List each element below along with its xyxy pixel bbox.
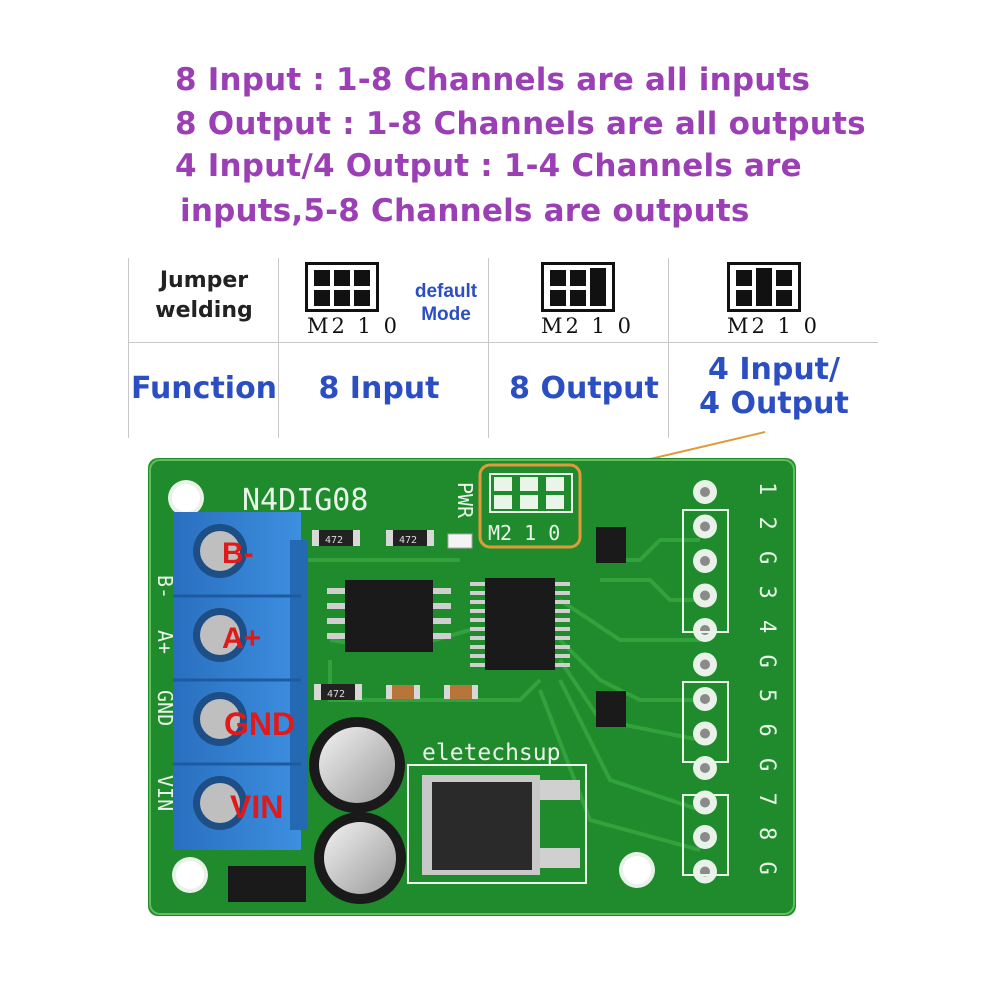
io-silk-label: 4 — [754, 620, 779, 633]
function-4in-4out: 4 Input/ 4 Output — [668, 342, 878, 438]
mode-description-line1: 8 Input : 1-8 Channels are all inputs — [175, 62, 811, 98]
io-silk-label: 6 — [754, 724, 779, 737]
io-silk-label: 3 — [754, 586, 779, 599]
io-silk-label: G — [754, 758, 779, 771]
small-ic-chips — [596, 527, 626, 727]
jumper-label: Jumper — [159, 268, 249, 293]
default-label: default — [414, 281, 478, 302]
mode-description-line2: 8 Output : 1-8 Channels are all outputs — [175, 106, 866, 142]
screw-terminal-block — [173, 512, 308, 850]
function-header: Function — [128, 342, 278, 438]
jumper-diagram-m0-bridged — [541, 262, 615, 312]
io-silk-label: 8 — [754, 827, 779, 840]
ic-chip-8pin — [327, 580, 451, 652]
terminal-label-gnd: GND — [224, 706, 295, 742]
svg-text:472: 472 — [399, 535, 417, 546]
diode — [228, 866, 306, 902]
function-8-output: 8 Output — [488, 342, 668, 438]
mode-label: Mode — [421, 304, 471, 325]
jumper-cell-8-output: M2 1 0 — [488, 258, 668, 342]
io-silk-label: 2 — [754, 517, 779, 530]
brand-silk-label: eletechsup — [422, 740, 560, 766]
welding-label: welding — [155, 298, 253, 323]
io-silk-label: 7 — [754, 793, 779, 806]
function-label: Function — [130, 371, 278, 406]
jumper-pin-label: M2 1 0 — [541, 314, 634, 338]
terminal-label-vin: VIN — [230, 789, 283, 825]
board-jumper-pads — [494, 477, 564, 509]
io-silk-label: G — [754, 551, 779, 564]
jumper-cell-4in-4out: M2 1 0 — [668, 258, 878, 342]
io-header-pins — [682, 480, 729, 884]
ic-chip-20pin — [470, 578, 570, 670]
board-jumper-silk: M2 1 0 — [488, 521, 560, 545]
function-8-input: 8 Input — [278, 342, 488, 438]
function-4-input-text: 4 Input/ — [708, 352, 840, 387]
default-mode-note: default Mode — [401, 280, 491, 326]
jumper-diagram-all-open — [305, 262, 379, 312]
function-4-output-text: 4 Output — [699, 386, 849, 421]
svg-text:472: 472 — [325, 535, 343, 546]
mode-description-line3: 4 Input/4 Output : 1-4 Channels are — [175, 148, 802, 184]
svg-text:472: 472 — [327, 689, 345, 700]
terminal-label-b-minus: B- — [222, 537, 254, 570]
terminal-label-a-plus: A+ — [222, 622, 261, 655]
jumper-welding-header: Jumper welding — [128, 258, 278, 342]
function-4in-4out-label: 4 Input/ 4 Output — [669, 353, 879, 421]
voltage-regulator — [407, 764, 587, 884]
jumper-diagram-m1-bridged — [727, 262, 801, 312]
io-silk-label: 5 — [754, 689, 779, 702]
function-8-input-label: 8 Input — [318, 371, 440, 406]
jumper-highlight-box — [478, 463, 582, 549]
pwr-silk-label: PWR — [453, 482, 477, 519]
smd-resistors: 472 472 472 — [312, 530, 478, 700]
power-led — [447, 533, 473, 549]
jumper-pin-label: M2 1 0 — [727, 314, 820, 338]
io-silk-label: 1 — [754, 482, 779, 495]
electrolytic-capacitors — [309, 717, 406, 904]
jumper-pin-label: M2 1 0 — [307, 314, 400, 338]
jumper-cell-8-input: M2 1 0 default Mode — [278, 258, 488, 342]
jumper-config-table: Jumper welding M2 1 0 default Mode M2 1 … — [128, 258, 878, 438]
io-silk-label: G — [754, 862, 779, 875]
mode-description-line4: inputs,5-8 Channels are outputs — [180, 193, 750, 229]
io-silk-label: G — [754, 655, 779, 668]
function-8-output-label: 8 Output — [509, 371, 659, 406]
